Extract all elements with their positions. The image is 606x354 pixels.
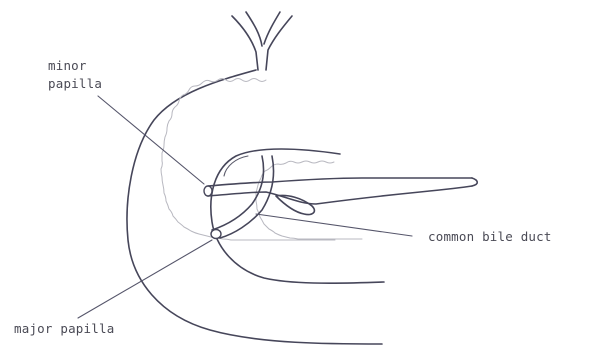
- major-papilla-shape: [211, 230, 221, 239]
- duodenum-inner-wall: [211, 149, 384, 283]
- minor-papilla-label-line1: minor: [48, 58, 87, 74]
- duodenum-outer-wall: [127, 70, 382, 344]
- minor-papilla-label-line2: papilla: [48, 76, 102, 92]
- major-papilla-leader: [78, 240, 212, 318]
- pancreatic-duct: [208, 178, 477, 204]
- pancreas-head-curve: [224, 156, 248, 176]
- minor-papilla-leader: [98, 96, 204, 184]
- minor-papilla-shape: [204, 186, 212, 196]
- bile-duct-branch-top: [232, 12, 292, 70]
- common-bile-duct-leader: [256, 214, 412, 236]
- major-papilla-label: major papilla: [14, 321, 114, 337]
- common-bile-duct-label: common bile duct: [428, 229, 552, 245]
- accessory-duct-loop: [276, 195, 314, 214]
- duodenum-mucosa-outer: [161, 79, 335, 241]
